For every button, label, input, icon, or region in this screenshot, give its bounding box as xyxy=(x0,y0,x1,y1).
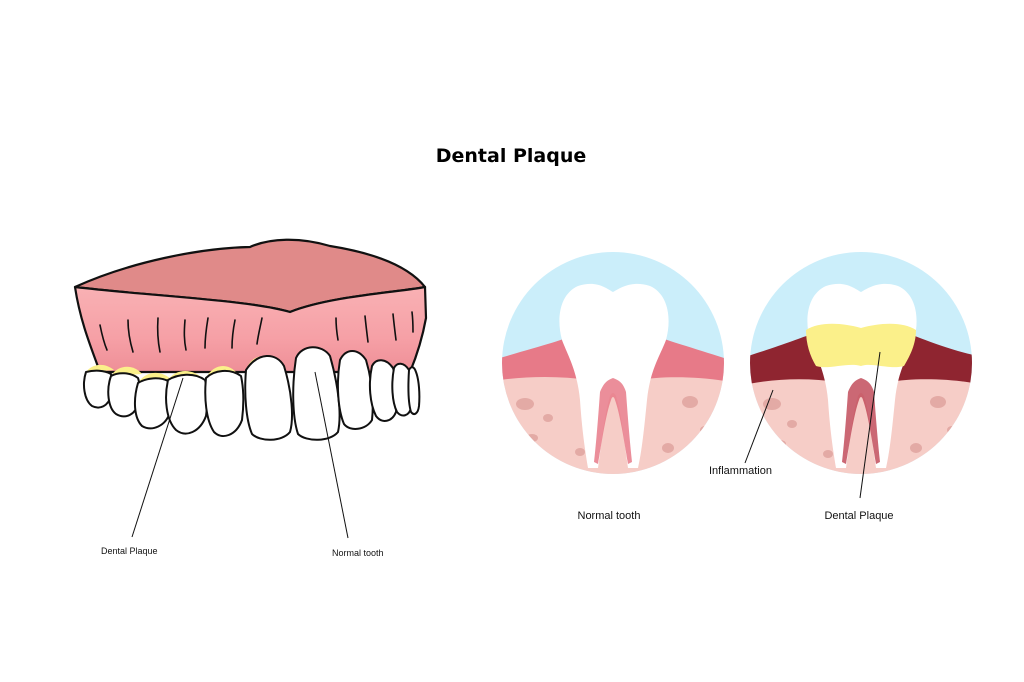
leader-dental-plaque-2 xyxy=(859,351,881,499)
leader-normal-tooth xyxy=(314,371,349,539)
leader-dental-plaque xyxy=(131,377,184,538)
label-inflammation: Inflammation xyxy=(709,465,772,477)
cross-section-normal: Normal tooth xyxy=(502,252,724,522)
cross-section-plaque: Inflammation Dental Plaque xyxy=(709,252,972,522)
tooth-incisor-left-1 xyxy=(244,355,293,441)
tooth-incisor-left-2 xyxy=(204,370,245,437)
label-dental-plaque-jaw: Dental Plaque xyxy=(101,546,158,556)
tooth-molar-right xyxy=(407,366,421,415)
bone-2 xyxy=(750,372,972,474)
tooth-normal xyxy=(559,283,669,468)
caption-dental-plaque: Dental Plaque xyxy=(824,510,893,522)
bone-spots-2 xyxy=(763,396,957,458)
teeth-row xyxy=(83,346,421,441)
gum-ridges xyxy=(99,311,414,353)
leader-inflammation xyxy=(744,389,774,464)
page-title: Dental Plaque xyxy=(436,145,587,167)
tooth-incisor-right-2 xyxy=(336,350,374,430)
upper-jaw-illustration: Dental Plaque Normal tooth xyxy=(73,238,428,558)
bone xyxy=(502,369,724,474)
tooth-normal-pulp xyxy=(594,378,632,464)
tooth-plaque-pulp xyxy=(842,378,880,464)
plaque-layer xyxy=(806,323,916,368)
gum-front xyxy=(73,285,428,374)
tooth-canine-left xyxy=(165,373,209,435)
caption-normal-tooth: Normal tooth xyxy=(578,510,641,522)
label-normal-tooth-jaw: Normal tooth xyxy=(332,548,384,558)
tooth-incisor-right-1 xyxy=(292,346,341,441)
